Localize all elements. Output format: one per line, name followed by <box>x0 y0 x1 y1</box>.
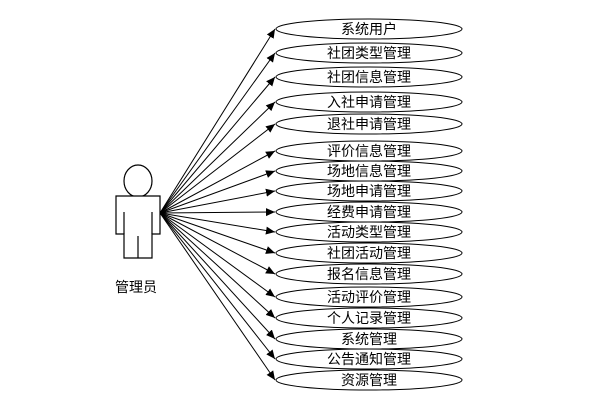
use-case-label: 退社申请管理 <box>327 117 411 133</box>
use-case-label: 系统用户 <box>341 21 397 38</box>
association-arrow <box>159 188 276 214</box>
use-case-label: 活动类型管理 <box>327 225 411 241</box>
association-arrow <box>159 101 276 214</box>
association-arrow <box>159 150 276 214</box>
use-case-label: 社团类型管理 <box>327 46 411 62</box>
use-case-ellipse <box>275 369 463 391</box>
use-case-label: 报名信息管理 <box>327 266 411 283</box>
use-case-list: 系统用户社团类型管理社团信息管理入社申请管理退社申请管理评价信息管理场地信息管理… <box>275 18 463 391</box>
use-case: 个人记录管理 <box>275 307 463 329</box>
use-case: 公告通知管理 <box>275 348 463 370</box>
use-case-ellipse <box>275 18 463 40</box>
use-case-label: 公告通知管理 <box>327 351 411 368</box>
use-case-ellipse <box>275 286 463 308</box>
use-case: 社团信息管理 <box>275 66 463 88</box>
use-case-label: 评价信息管理 <box>327 143 411 160</box>
use-case-ellipse <box>275 221 463 243</box>
association-arrow <box>159 123 276 214</box>
use-case: 资源管理 <box>275 369 463 391</box>
association-arrow <box>159 52 276 214</box>
use-case: 经费申请管理 <box>275 201 463 223</box>
use-case-label: 活动评价管理 <box>327 290 411 306</box>
person-icon <box>115 164 161 259</box>
association-arrow <box>159 212 276 275</box>
use-case: 系统管理 <box>275 328 463 350</box>
use-case: 社团活动管理 <box>275 242 463 264</box>
association-arrow <box>159 212 276 319</box>
use-case: 退社申请管理 <box>275 113 463 135</box>
use-case-label: 社团活动管理 <box>327 246 411 262</box>
use-case: 社团类型管理 <box>275 42 463 64</box>
association-arrow <box>159 212 276 254</box>
use-case-ellipse <box>275 42 463 64</box>
association-arrow <box>159 208 276 217</box>
use-case-label: 个人记录管理 <box>327 311 411 327</box>
association-arrow <box>159 212 276 235</box>
use-case-label: 场地申请管理 <box>327 184 411 200</box>
actor-head <box>123 164 153 198</box>
use-case: 活动评价管理 <box>275 286 463 308</box>
use-case: 报名信息管理 <box>275 263 463 285</box>
use-case: 入社申请管理 <box>275 91 463 113</box>
use-case-ellipse <box>275 113 463 135</box>
use-case: 系统用户 <box>275 18 463 40</box>
use-case-ellipse <box>275 91 463 113</box>
association-arrow <box>159 212 276 360</box>
use-case: 活动类型管理 <box>275 221 463 243</box>
use-case-ellipse <box>275 66 463 88</box>
use-case-ellipse <box>275 242 463 264</box>
association-arrow <box>159 212 276 381</box>
use-case: 场地信息管理 <box>275 160 463 182</box>
association-lines <box>159 28 276 381</box>
use-case-label: 系统管理 <box>341 332 397 348</box>
association-arrow <box>159 212 276 298</box>
use-case-ellipse <box>275 348 463 370</box>
use-case: 场地申请管理 <box>275 180 463 202</box>
use-case-ellipse <box>275 180 463 202</box>
use-case-label: 经费申请管理 <box>327 205 411 221</box>
use-case: 评价信息管理 <box>275 140 463 162</box>
use-case-label: 资源管理 <box>341 373 397 389</box>
association-arrow <box>159 28 276 214</box>
association-arrow <box>159 170 276 214</box>
use-case-ellipse <box>275 307 463 329</box>
use-case-label: 场地信息管理 <box>327 163 411 180</box>
association-arrow <box>159 212 276 340</box>
actor-label: 管理员 <box>115 280 157 296</box>
actor-body <box>115 195 161 259</box>
use-case-ellipse <box>275 263 463 285</box>
use-case-label: 入社申请管理 <box>327 95 411 111</box>
use-case-label: 社团信息管理 <box>327 69 411 86</box>
association-arrow <box>159 76 276 214</box>
